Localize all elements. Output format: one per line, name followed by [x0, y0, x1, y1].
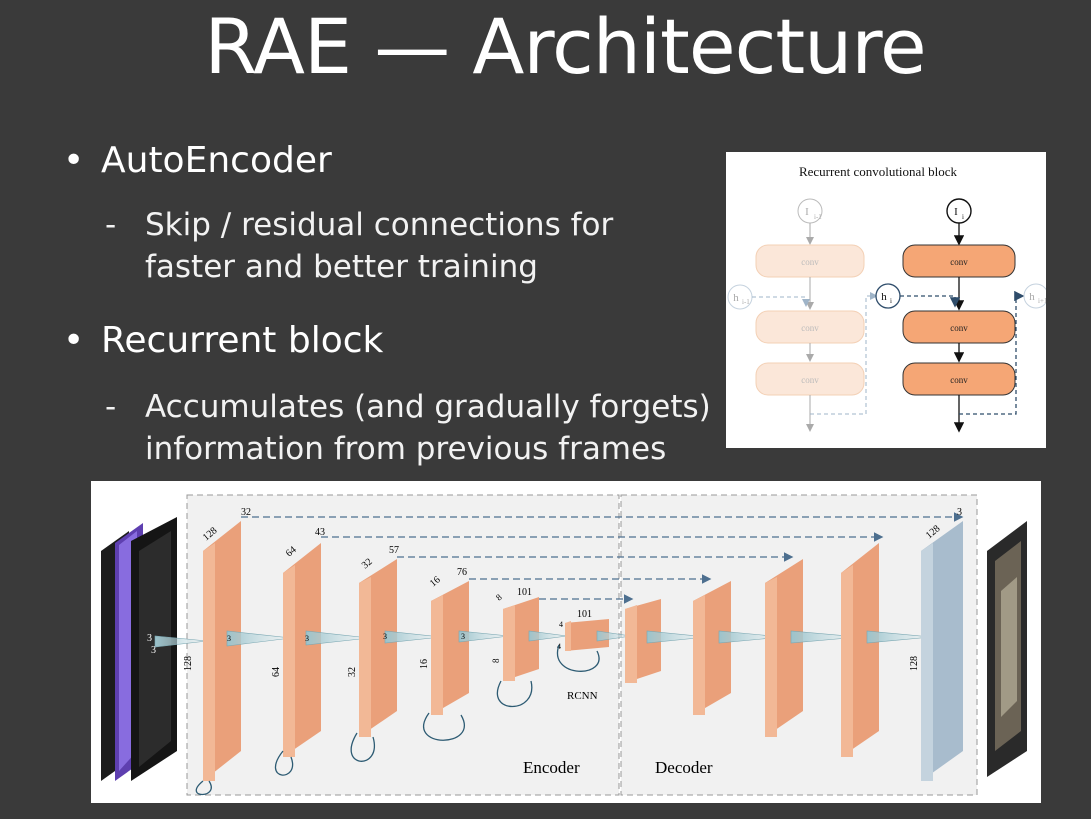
figure-title: Recurrent convolutional block	[799, 164, 958, 179]
bullet-autoencoder: • AutoEncoder	[63, 140, 332, 181]
encoder-layer-4: 16 76 16	[419, 567, 469, 741]
input-image-stack: 3 3	[101, 517, 177, 781]
layer-width-label: 32	[241, 507, 251, 518]
layer-width-label: 101	[577, 609, 592, 620]
input-prev-label: I	[805, 206, 809, 218]
conv-label: conv	[950, 375, 968, 385]
conv-label: conv	[950, 257, 968, 267]
input-node-cur	[946, 198, 972, 224]
recurrent-block-diagram: Recurrent convolutional block I i-1 conv…	[727, 164, 1049, 433]
sub-bullet-autoencoder: - Skip / residual connections for faster…	[105, 204, 614, 288]
layer-height-label: 128	[183, 656, 194, 671]
layer-width-label: 57	[389, 545, 399, 556]
kernel-label: 3	[305, 634, 309, 643]
hidden-next-label: h	[1029, 291, 1035, 303]
output-height-label: 128	[909, 656, 920, 671]
encoder-layer-1: 128 32 128	[183, 507, 251, 796]
hidden-next-sub: i+1	[1038, 297, 1046, 305]
layer-depth-label: 4	[559, 620, 563, 629]
sub-bullet-line: information from previous frames	[145, 431, 667, 467]
slide-title: RAE — Architecture	[204, 2, 926, 91]
decoder-layer-1	[625, 599, 661, 683]
layer-height-label: 32	[347, 667, 358, 677]
input-cur-sub: i	[962, 213, 964, 221]
layer-width-label: 101	[517, 587, 532, 598]
output-width-label: 3	[957, 507, 962, 518]
recurrent-block-figure: Recurrent convolutional block I i-1 conv…	[726, 152, 1049, 448]
output-image	[987, 521, 1027, 777]
decoder-layer-4	[841, 543, 879, 757]
rcnn-layer: 4 101 4 RCNN	[556, 609, 609, 702]
dash-icon: -	[105, 207, 117, 243]
bullet-label: AutoEncoder	[101, 140, 332, 181]
sub-bullet-recurrent: - Accumulates (and gradually forgets) in…	[105, 386, 711, 470]
rcnn-label: RCNN	[567, 690, 598, 702]
layer-width-label: 76	[457, 567, 467, 578]
encoder-layer-2: 64 43 64	[271, 527, 325, 776]
encoder-label: Encoder	[523, 758, 580, 777]
kernel-label: 3	[383, 632, 387, 641]
decoder-layer-2	[693, 581, 731, 715]
hidden-prev-sub: i-1	[742, 298, 750, 306]
decoder-layer-3	[765, 559, 803, 737]
decoder-label: Decoder	[655, 758, 713, 777]
bullet-label: Recurrent block	[101, 320, 384, 361]
encoder-region	[186, 494, 620, 796]
conv-label: conv	[801, 257, 819, 267]
conv-label: conv	[801, 323, 819, 333]
sub-bullet-line: Accumulates (and gradually forgets)	[145, 389, 711, 425]
input-cur-label: I	[954, 206, 958, 218]
encoder-layer-5: 8 101 8	[491, 587, 539, 708]
conv-label: conv	[801, 375, 819, 385]
layer-depth-label: 8	[494, 592, 504, 603]
input-prev-sub: i-1	[814, 213, 822, 221]
encoder-layer-3: 32 57 32	[347, 545, 399, 762]
kernel-label: 3	[227, 634, 231, 643]
hidden-node-cur	[875, 283, 901, 309]
kernel-label: 3	[151, 645, 156, 656]
sub-bullet-line: Skip / residual connections for	[145, 207, 614, 243]
layer-height-label: 64	[271, 667, 282, 677]
kernel-label: 3	[461, 632, 465, 641]
layer-height-label: 16	[419, 659, 430, 669]
conv-label: conv	[950, 323, 968, 333]
bullet-dot-icon: •	[63, 320, 85, 361]
kernel-label: 3	[147, 633, 152, 644]
layer-width-label: 43	[315, 527, 325, 538]
hidden-cur-label: h	[881, 291, 887, 303]
sub-bullet-line: faster and better training	[145, 249, 538, 285]
dash-icon: -	[105, 389, 117, 425]
network-diagram: 3 3 128 32 128 3 64 43 64 3	[101, 494, 1027, 796]
hidden-cur-sub: i	[890, 297, 892, 305]
network-figure: 3 3 128 32 128 3 64 43 64 3	[91, 481, 1041, 803]
hidden-prev-label: h	[733, 292, 739, 304]
output-layer: 128 3 128	[909, 507, 963, 781]
bullet-dot-icon: •	[63, 140, 85, 181]
bullet-recurrent-block: • Recurrent block	[63, 320, 384, 361]
layer-height-label: 8	[491, 658, 501, 663]
